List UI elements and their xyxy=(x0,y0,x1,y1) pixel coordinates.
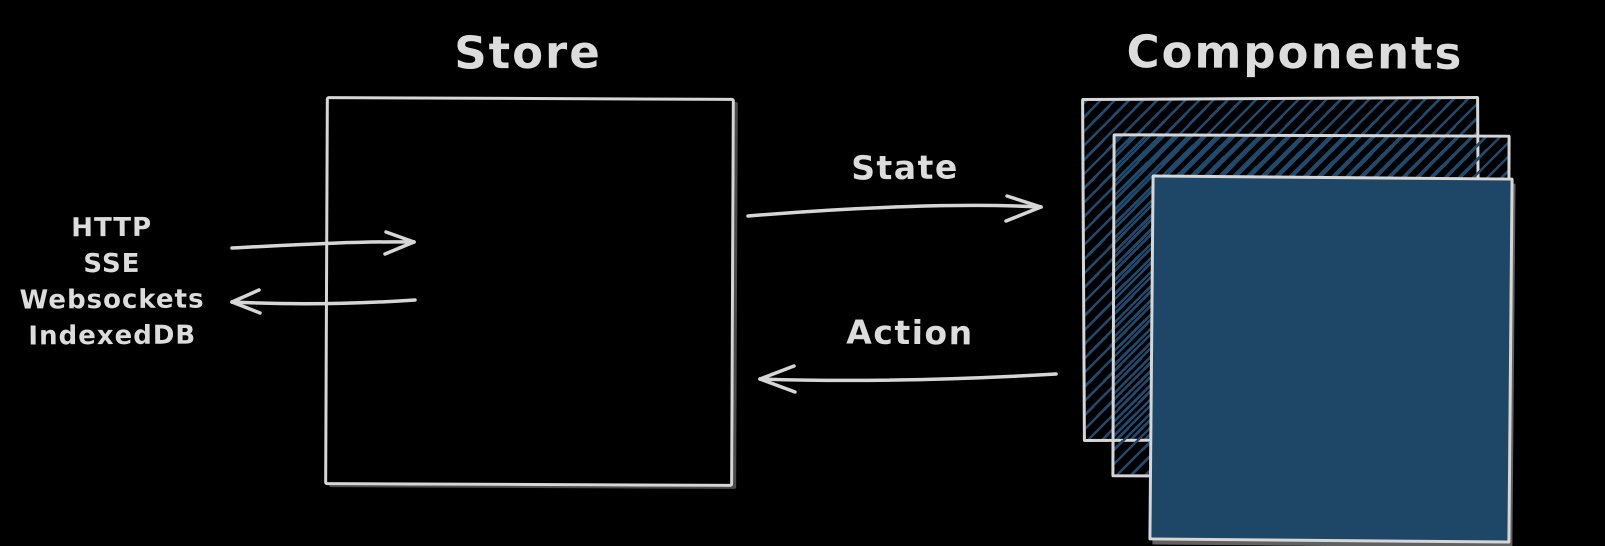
io-arrow-left xyxy=(226,284,418,320)
io-item-http: HTTP xyxy=(71,212,153,244)
action-arrow-label: Action xyxy=(846,312,974,353)
io-item-indexeddb: IndexedDB xyxy=(28,320,197,352)
store-title: Store xyxy=(454,25,602,80)
io-item-sse: SSE xyxy=(83,248,141,280)
action-arrow xyxy=(752,360,1060,402)
component-box-front xyxy=(1148,174,1514,544)
state-arrow xyxy=(745,192,1060,238)
components-title: Components xyxy=(1126,25,1464,80)
io-list: HTTP SSE Websockets IndexedDB xyxy=(12,209,213,354)
io-item-websockets: Websockets xyxy=(19,284,205,316)
io-arrow-right xyxy=(230,228,422,264)
state-arrow-label: State xyxy=(851,147,959,188)
